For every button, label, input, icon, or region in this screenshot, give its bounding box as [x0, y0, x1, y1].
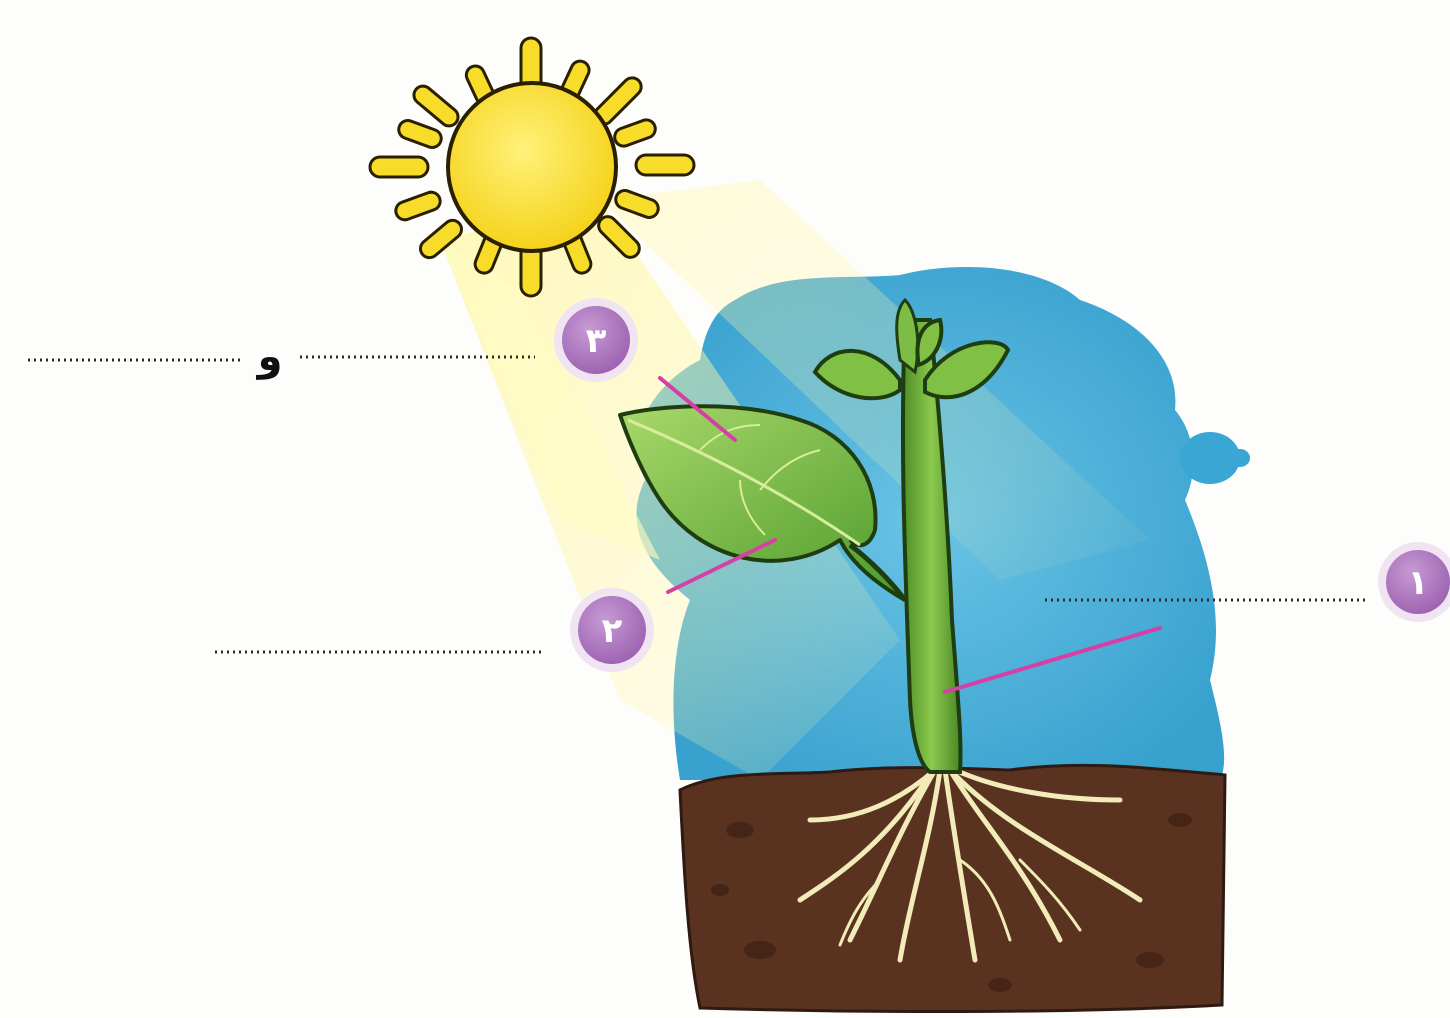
badge-1-number: ١: [1408, 563, 1429, 603]
badge-2-number: ٢: [602, 611, 623, 651]
badge-2: ٢: [570, 588, 654, 672]
badge-3-number: ٣: [586, 321, 607, 361]
conjunction-label: و: [256, 334, 283, 380]
sun: [370, 38, 694, 296]
badge-3: ٣: [554, 298, 638, 382]
badge-1: ١: [1378, 542, 1450, 622]
soil: [680, 765, 1225, 1011]
